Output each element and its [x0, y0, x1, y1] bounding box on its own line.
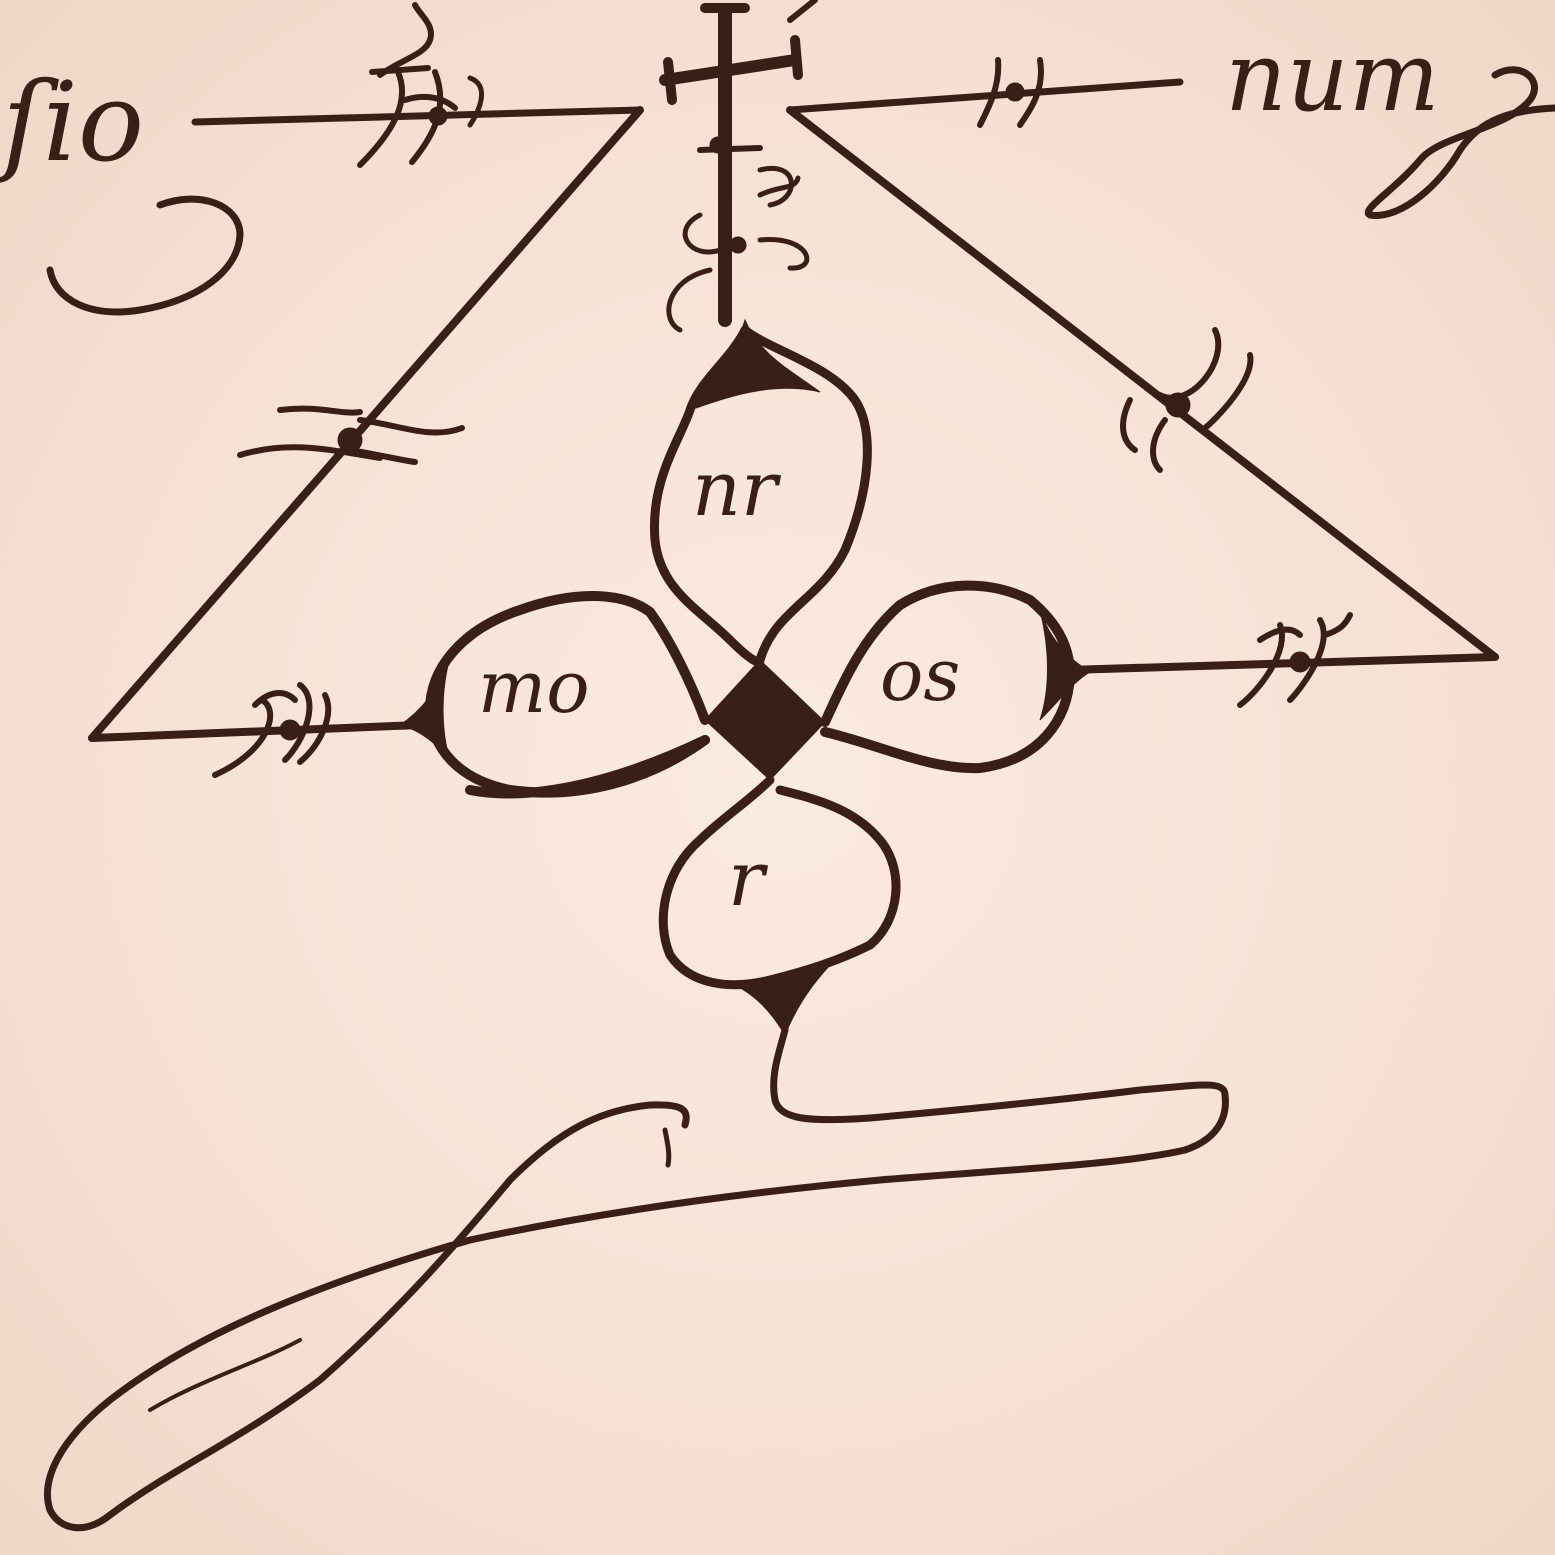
triangle-frame: [92, 110, 1495, 738]
left-petal-knot: [400, 665, 452, 765]
left-marginal-word: ſio: [0, 58, 144, 186]
left-flourish: [50, 199, 240, 312]
center-diamond: [705, 660, 825, 780]
right-petal-letters: os: [880, 633, 960, 717]
left-petal-letters: mo: [478, 645, 590, 729]
bottom-petal-letters: r: [728, 834, 769, 923]
bottom-petal: [663, 780, 896, 985]
top-petal-letters: nr: [692, 444, 782, 533]
tail-flourish: [48, 1030, 1226, 1528]
right-marginal-word: num: [1225, 21, 1440, 133]
bottom-petal-knot: [735, 960, 835, 1035]
